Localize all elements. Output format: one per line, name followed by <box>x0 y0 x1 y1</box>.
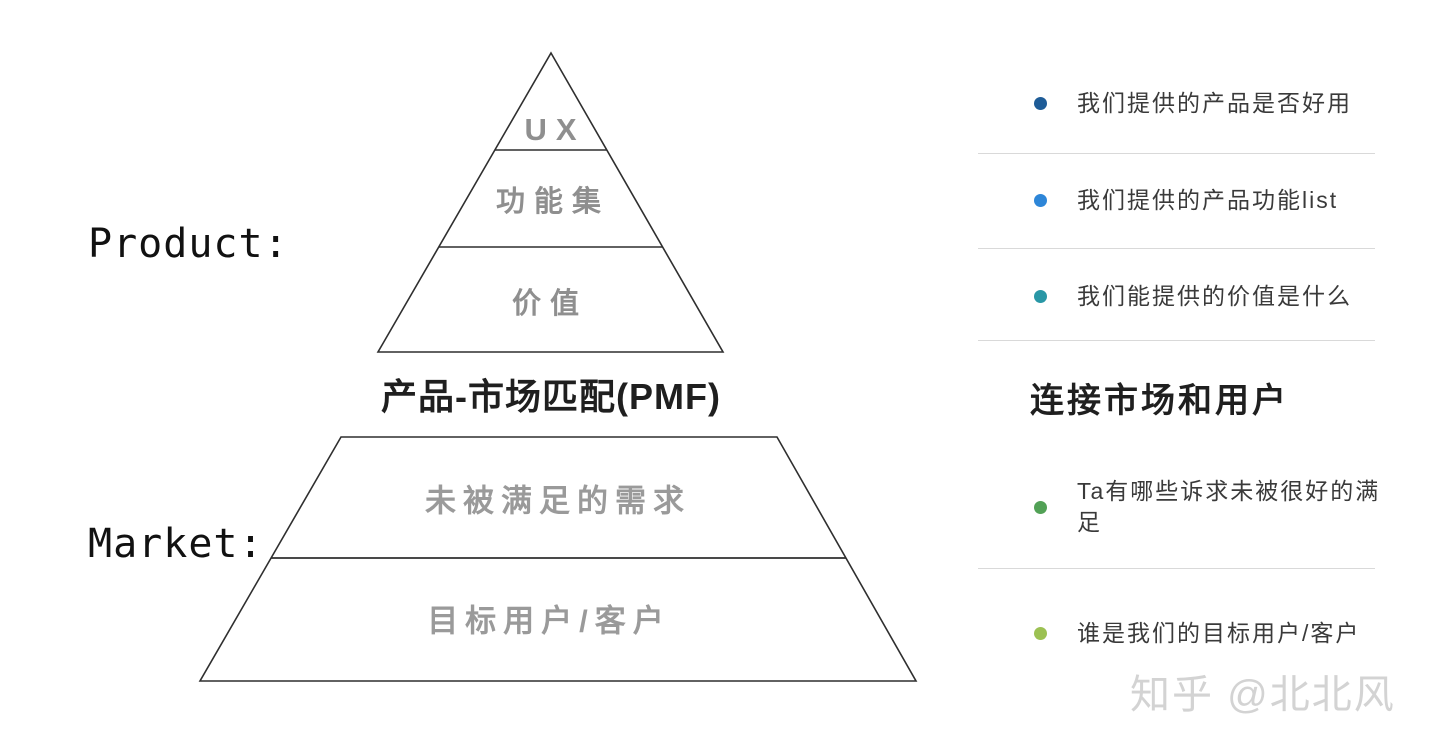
panel-divider-1 <box>978 153 1375 154</box>
bullet-dot-teal <box>1034 289 1047 303</box>
bullet-row-value: 我们能提供的价值是什么 <box>1034 271 1394 321</box>
bullet-dot-green <box>1034 500 1047 514</box>
pmf-caption: 产品-市场匹配(PMF) <box>381 376 721 417</box>
bullet-row-feature-list: 我们提供的产品功能list <box>1034 175 1394 225</box>
bullet-text: 我们能提供的价值是什么 <box>1077 282 1352 309</box>
bullet-text: 我们提供的产品功能list <box>1077 186 1339 213</box>
market-side-label: Market: <box>88 521 264 567</box>
product-side-label: Product: <box>88 221 289 267</box>
pyramid-level-features: 功能集 <box>495 186 611 218</box>
panel-divider-2 <box>978 248 1375 249</box>
pyramid-level-value: 价值 <box>511 288 589 320</box>
panel-heading: 连接市场和用户 <box>1030 382 1289 420</box>
bullet-row-target-users: 谁是我们的目标用户/客户 <box>1034 608 1414 658</box>
panel-divider-4 <box>978 568 1375 569</box>
bullet-row-usability: 我们提供的产品是否好用 <box>1034 78 1394 128</box>
bullet-dot-blue <box>1034 193 1047 207</box>
bullet-text: Ta有哪些诉求未被很好的满足 <box>1077 478 1381 535</box>
bullet-text: 谁是我们的目标用户/客户 <box>1077 619 1361 646</box>
bullet-text: 我们提供的产品是否好用 <box>1077 89 1352 116</box>
trapezoid-level-target-users: 目标用户/客户 <box>427 603 671 639</box>
product-pyramid-outline <box>376 51 725 353</box>
zhihu-watermark: 知乎 @北北风 <box>1130 673 1396 717</box>
bullet-dot-light-green <box>1034 626 1047 640</box>
trapezoid-level-unmet-needs: 未被满足的需求 <box>425 483 691 519</box>
bullet-row-unmet-demands: Ta有哪些诉求未被很好的满足 <box>1034 467 1394 547</box>
market-trapezoid-outline <box>198 436 918 682</box>
panel-divider-3 <box>978 340 1375 341</box>
bullet-dot-dark-blue <box>1034 96 1047 110</box>
pyramid-level-ux: UX <box>524 112 586 147</box>
